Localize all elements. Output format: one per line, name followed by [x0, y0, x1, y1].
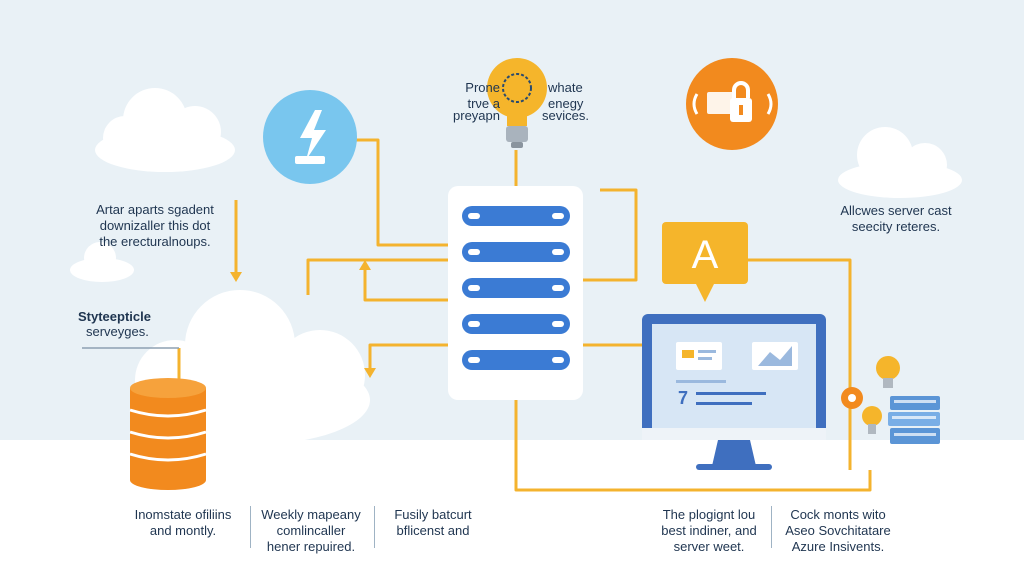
label-right-mid: Allcwes server cast seecity reteres.: [840, 203, 952, 234]
badge-letter: A: [692, 233, 719, 277]
cloud-icon-small-left: [70, 242, 134, 282]
connector-lines: [177, 138, 872, 492]
label-top-right: whate enegy: [548, 80, 584, 111]
lightbulb-icon-top: [487, 58, 547, 148]
label-bottom-2: Weekly mapeany comlincaller hener repuir…: [261, 507, 361, 554]
divider-2: [374, 506, 375, 548]
divider-3: [771, 506, 772, 548]
cloud-icon-top-left: [95, 88, 235, 172]
database-icon: [129, 378, 207, 490]
lightning-icon: [263, 90, 357, 184]
lightbulb-icon-small-bottom: [862, 406, 882, 434]
label-bottom-3: Fusily batcurt bflicenst and: [394, 507, 472, 538]
gear-icon: [841, 387, 863, 409]
cloud-icon-right: [838, 127, 962, 198]
label-bottom-1: Inomstate ofiliins and montly.: [134, 507, 232, 538]
label-bottom-4: The plogignt lou best indiner, and serve…: [661, 507, 757, 554]
arrow-icons: [230, 260, 376, 378]
stacked-books-icon: [888, 396, 940, 444]
label-left-low-sub: serveyges.: [86, 324, 149, 339]
label-top-bottom-left: preyapn: [453, 108, 500, 123]
server-icon: [448, 186, 583, 400]
label-bottom-5: Cock monts wito Aseo Sovchitatare Azure …: [785, 507, 891, 554]
lightbulb-icon-small-top: [876, 356, 900, 388]
lock-icon: [686, 58, 778, 150]
label-top-left: Prone trνe a: [465, 80, 500, 111]
monitor-icon: [642, 314, 826, 470]
label-left-mid: Artar aparts sgadent downizaller this do…: [96, 202, 214, 249]
divider-1: [250, 506, 251, 548]
label-left-low-title: Styteepticle: [78, 309, 151, 324]
badge-a-icon: [662, 222, 748, 302]
monitor-digit: 7: [678, 388, 688, 408]
label-top-bottom-right: sevices.: [542, 108, 589, 123]
